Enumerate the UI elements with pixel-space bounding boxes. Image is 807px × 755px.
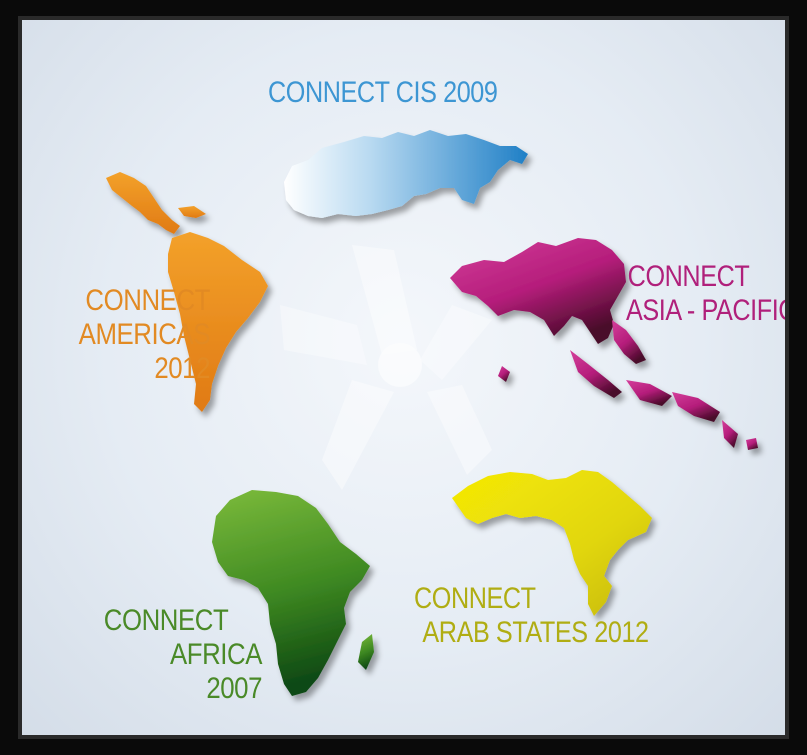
cis-label-line1: CONNECT CIS 2009 [268,76,498,109]
asia-pacific-label-line2: ASIA - PACIFIC [626,294,789,327]
americas-label-line1: CONNECT [85,284,210,317]
africa-label: CONNECT AFRICA 2007 [103,604,263,706]
arab-states-label: CONNECT ARAB STATES 2012 [414,582,649,650]
cis-region-map [284,130,528,218]
africa-region-map [212,490,374,696]
africa-label-line1: CONNECT [103,604,229,637]
americas-label: CONNECT AMERICAS 2012 [55,284,211,386]
americas-label-line3: 2012 [154,352,210,385]
arab-states-region-map [452,470,652,616]
center-emblem-watermark [280,245,492,490]
connect-regions-map [106,130,758,696]
world-connect-panel: CONNECT CIS 2009 CONNECT ASIA - PACIFIC … [18,16,789,739]
americas-region-map [106,172,268,412]
asia-pacific-region-map [450,238,758,450]
africa-label-line2: AFRICA [169,638,262,671]
americas-label-line2: AMERICAS [78,318,211,351]
africa-label-line3: 2007 [206,672,262,705]
arab-states-label-line1: CONNECT [414,582,536,615]
asia-pacific-label-line1: CONNECT [627,260,750,293]
asia-pacific-label: CONNECT ASIA - PACIFIC [626,260,789,328]
cis-label: CONNECT CIS 2009 [268,76,498,110]
arab-states-label-line2: ARAB STATES 2012 [422,616,649,649]
